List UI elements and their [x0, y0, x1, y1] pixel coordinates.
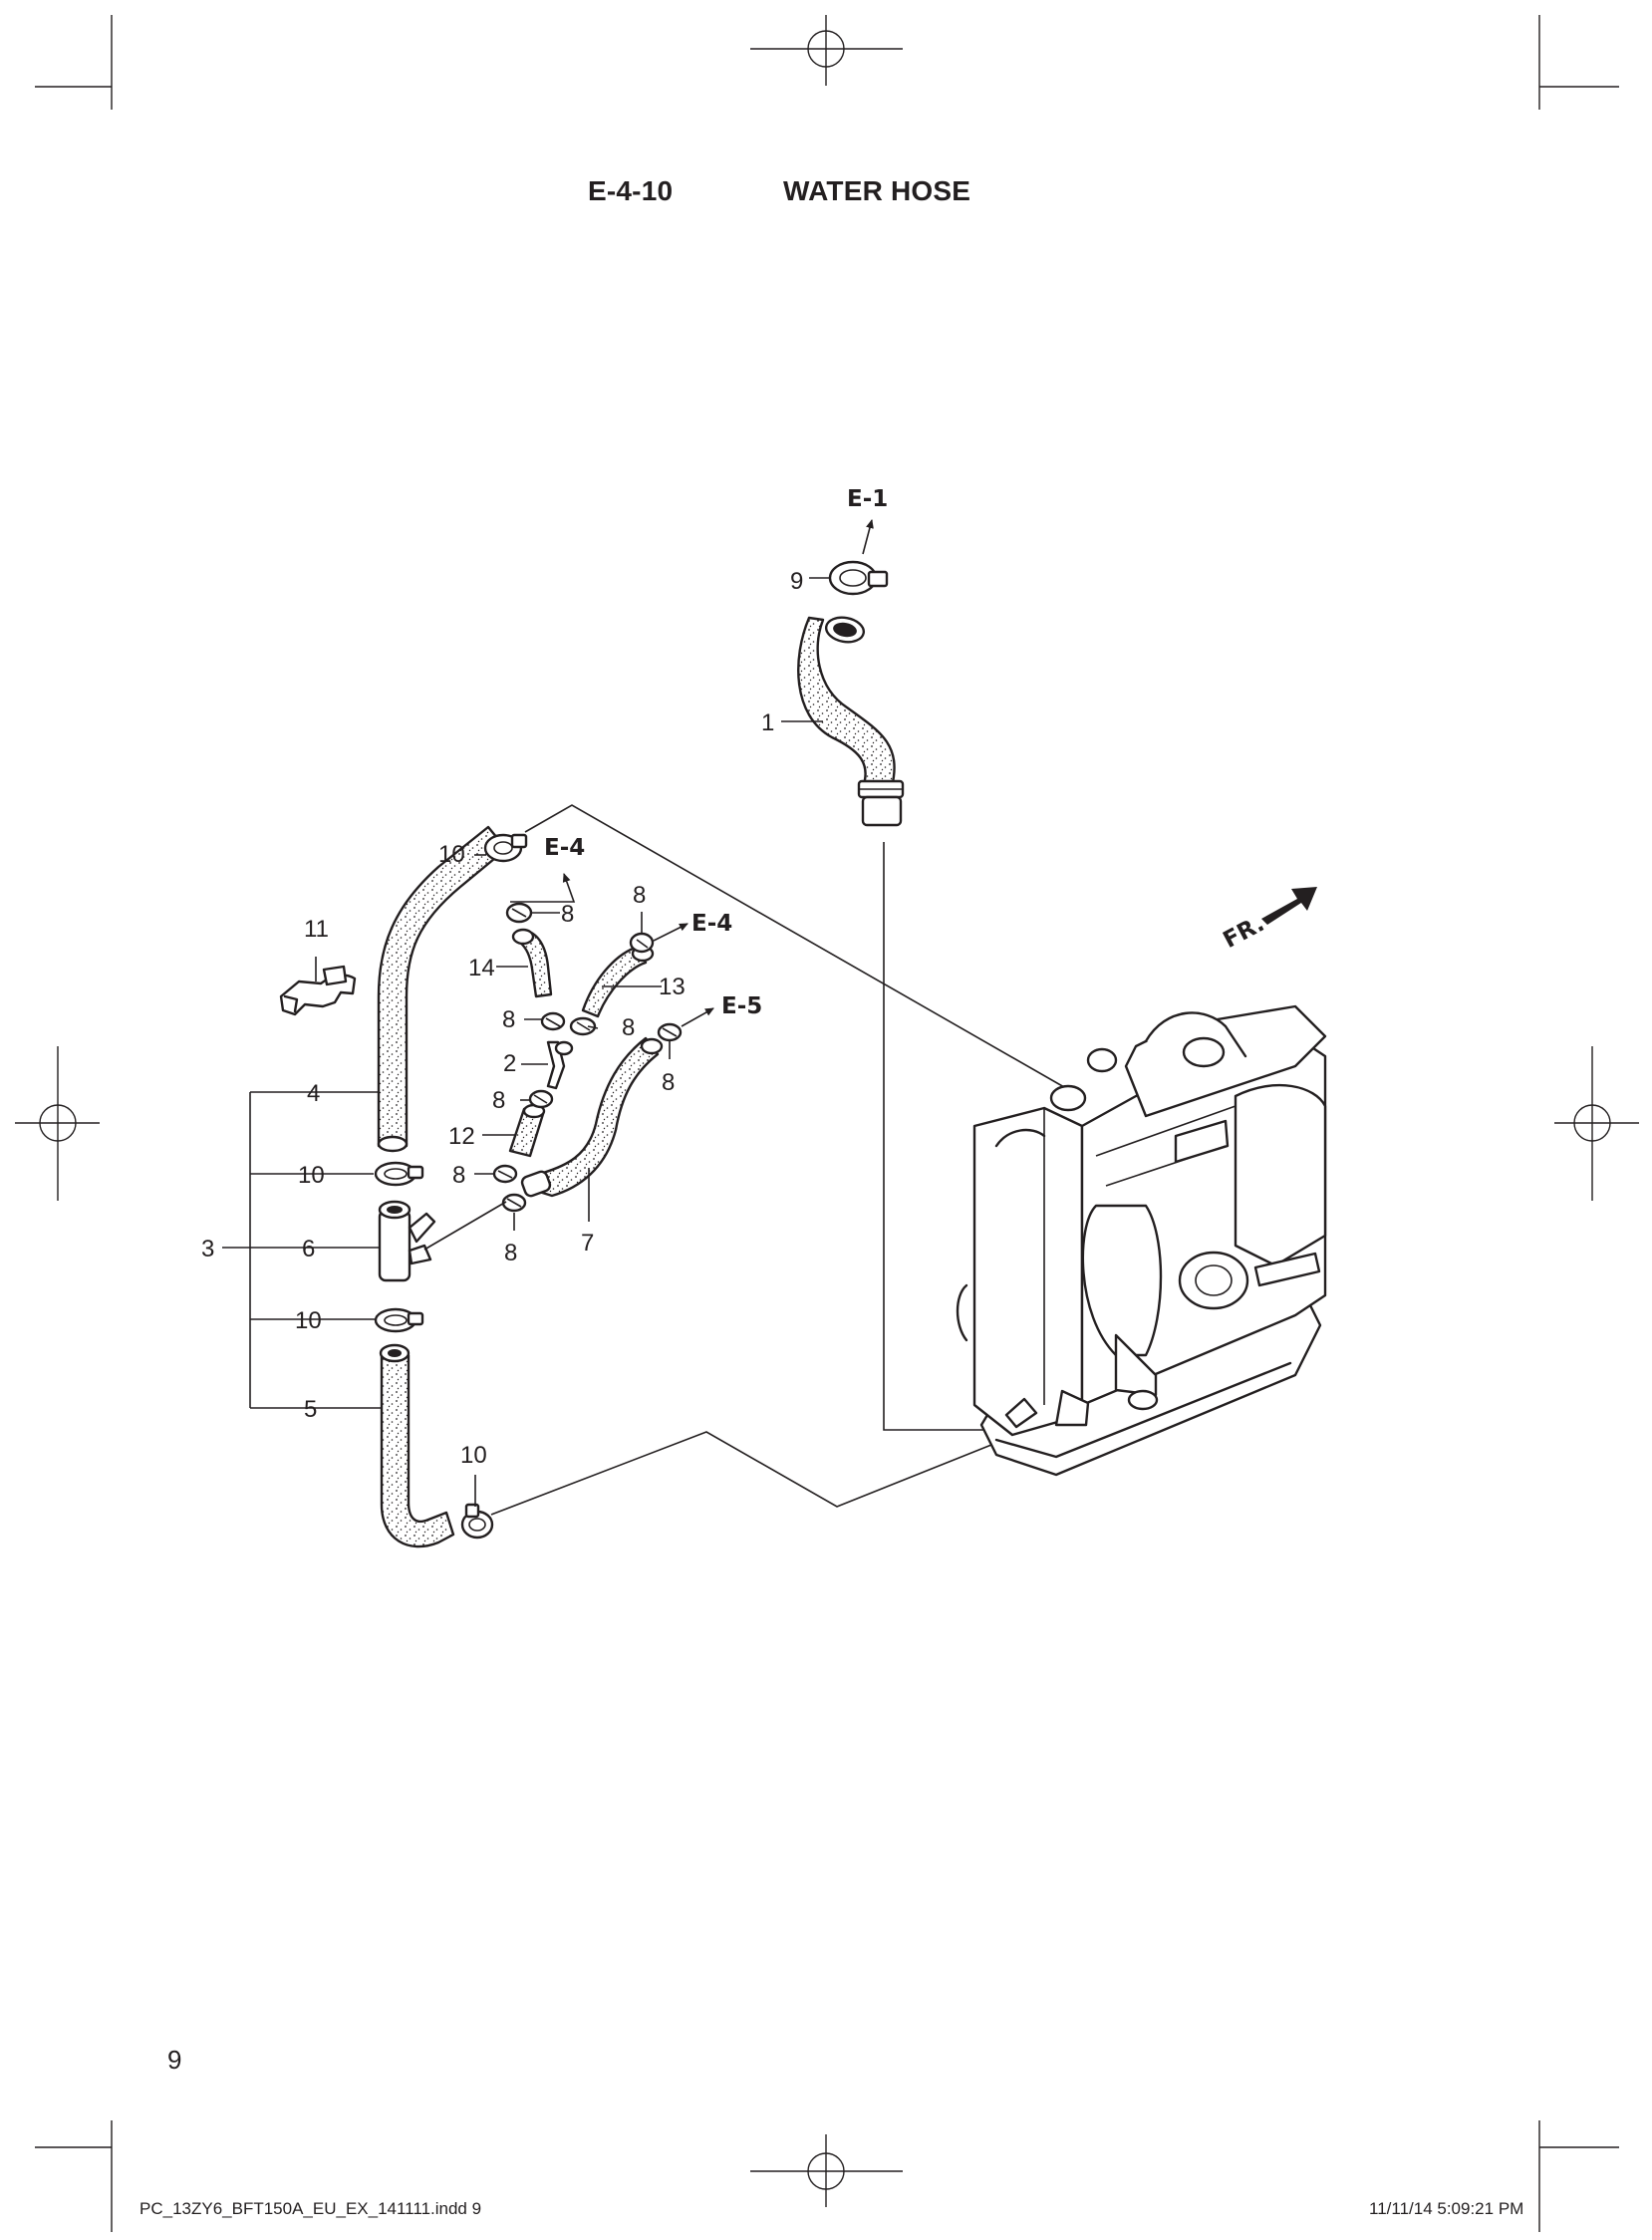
hose-5 — [379, 1343, 455, 1548]
callout-6: 6 — [302, 1236, 315, 1262]
crop-marks — [15, 15, 1639, 2232]
clamp-10a — [483, 833, 528, 863]
callout-2: 2 — [503, 1050, 516, 1077]
clamp-10b — [374, 1161, 424, 1187]
clamp-8g — [492, 1164, 518, 1184]
clamp-9 — [828, 560, 889, 596]
clamp-8f — [657, 1022, 683, 1042]
callout-leaders — [315, 577, 831, 1507]
clip-11 — [279, 965, 357, 1016]
clamp-8h — [501, 1193, 527, 1213]
hose-12 — [508, 1103, 546, 1158]
callout-8-b: 8 — [633, 882, 646, 909]
joint-2 — [546, 1040, 574, 1090]
clamp-10c — [374, 1307, 424, 1333]
ref-e4-left-label: E-4 — [544, 835, 585, 861]
callout-11: 11 — [304, 916, 329, 943]
clamp-10d — [460, 1503, 494, 1540]
slug-file-name: PC_13ZY6_BFT150A_EU_EX_141111.indd 9 — [139, 2199, 482, 2218]
clamp-8e — [528, 1089, 554, 1109]
assembly-bracket-3 — [222, 1091, 382, 1409]
registration-mark-left — [15, 1046, 100, 1201]
e1-leader — [862, 519, 874, 555]
callout-9: 9 — [790, 568, 803, 595]
front-direction-arrow: FR. — [1220, 887, 1317, 954]
callout-8-h: 8 — [504, 1240, 517, 1266]
callout-7: 7 — [581, 1230, 594, 1257]
clamp-8d — [540, 1011, 566, 1031]
front-label: FR. — [1220, 911, 1269, 954]
hose-13 — [581, 945, 655, 1018]
clamp-8c — [569, 1016, 597, 1036]
upper-water-hose-part — [797, 616, 905, 827]
callout-8-c: 8 — [502, 1006, 515, 1033]
connection-lines — [490, 804, 1072, 1516]
callout-1: 1 — [761, 709, 774, 736]
e5-leader — [681, 1007, 714, 1027]
callout-3: 3 — [201, 1236, 214, 1262]
callout-10-mid: 10 — [298, 1162, 325, 1189]
hose-7 — [520, 1036, 664, 1198]
registration-mark-top — [750, 15, 903, 86]
callout-8-d: 8 — [622, 1014, 635, 1041]
section-title: WATER HOSE — [783, 175, 971, 206]
callout-8-f: 8 — [662, 1069, 675, 1096]
e4-left-leader — [510, 873, 576, 903]
slug-timestamp: 11/11/14 5:09:21 PM — [1369, 2199, 1524, 2218]
clamp-8b — [629, 932, 655, 954]
callout-10-top: 10 — [438, 841, 465, 868]
callout-14: 14 — [468, 955, 495, 981]
registration-mark-right — [1554, 1046, 1639, 1201]
hose-14 — [511, 928, 553, 998]
callout-8-e: 8 — [492, 1087, 505, 1114]
engine-illustration — [956, 1004, 1327, 1477]
callout-13: 13 — [659, 974, 686, 1000]
joint-6 — [378, 1200, 507, 1282]
callout-8-g: 8 — [452, 1162, 465, 1189]
callout-8-a: 8 — [561, 901, 574, 928]
registration-mark-bottom — [750, 2134, 903, 2207]
page-number: 9 — [167, 2045, 182, 2075]
e4-right-leader — [653, 923, 688, 942]
callout-12: 12 — [448, 1123, 475, 1150]
section-code: E-4-10 — [588, 175, 674, 206]
callout-10-bottom: 10 — [460, 1442, 487, 1469]
hose-4 — [377, 825, 508, 1153]
ref-e5-label: E-5 — [721, 993, 762, 1019]
callout-10-low: 10 — [295, 1307, 322, 1334]
ref-e4-right-label: E-4 — [691, 911, 732, 937]
ref-e1-label: E-1 — [847, 486, 888, 512]
callout-4: 4 — [307, 1080, 320, 1107]
callout-5: 5 — [304, 1396, 317, 1423]
clamp-8a — [505, 902, 533, 924]
